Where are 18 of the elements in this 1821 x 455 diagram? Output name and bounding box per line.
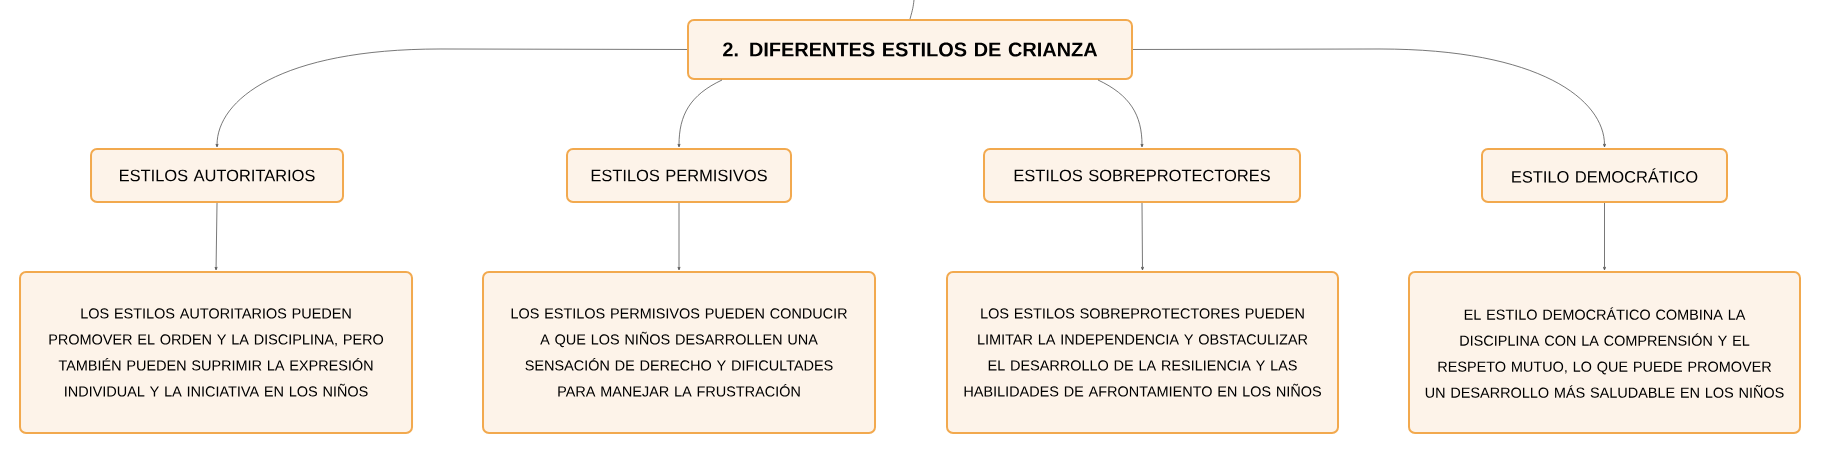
category-box: ESTILO DEMOCRÁTICO bbox=[1481, 148, 1728, 203]
category-box: ESTILOS SOBREPROTECTORES bbox=[983, 148, 1301, 203]
category-box: ESTILOS AUTORITARIOS bbox=[90, 148, 344, 203]
connector bbox=[909, 0, 915, 20]
connector bbox=[1132, 48, 1606, 148]
connector bbox=[1141, 202, 1144, 271]
description-box: LOS ESTILOS PERMISIVOS PUEDEN CONDUCIR A QUE LOS NIÑOS DESARROLLEN UNA SENSACIÓN DE DERECHO Y DIFICULTADES PARA MANEJAR LA FRUSTRACIÓN bbox=[482, 271, 876, 434]
connector bbox=[215, 48, 688, 148]
connector bbox=[1603, 202, 1606, 271]
connector bbox=[677, 79, 723, 148]
connector bbox=[677, 202, 681, 271]
title-box: 2. DIFERENTES ESTILOS DE CRIANZA bbox=[687, 19, 1133, 80]
description-box: EL ESTILO DEMOCRÁTICO COMBINA LA DISCIPLINA CON LA COMPRENSIÓN Y EL RESPETO MUTUO, LO QUE PUEDE PROMOVER UN DESARROLLO MÁS SALUDABLE EN LOS NIÑOS bbox=[1408, 271, 1801, 434]
description-box: LOS ESTILOS AUTORITARIOS PUEDEN PROMOVER EL ORDEN Y LA DISCIPLINA, PERO TAMBIÉN PUEDEN SUPRIMIR LA EXPRESIÓN INDIVIDUAL Y LA INICIATIVA EN LOS NIÑOS bbox=[19, 271, 413, 434]
connector bbox=[214, 202, 218, 271]
category-box: ESTILOS PERMISIVOS bbox=[566, 148, 792, 203]
description-box: LOS ESTILOS SOBREPROTECTORES PUEDEN LIMITAR LA INDEPENDENCIA Y OBSTACULIZAR EL DESARROLLO DE LA RESILIENCIA Y LAS HABILIDADES DE AFRONTAMIENTO EN LOS NIÑOS bbox=[946, 271, 1339, 434]
connector bbox=[1097, 79, 1144, 148]
